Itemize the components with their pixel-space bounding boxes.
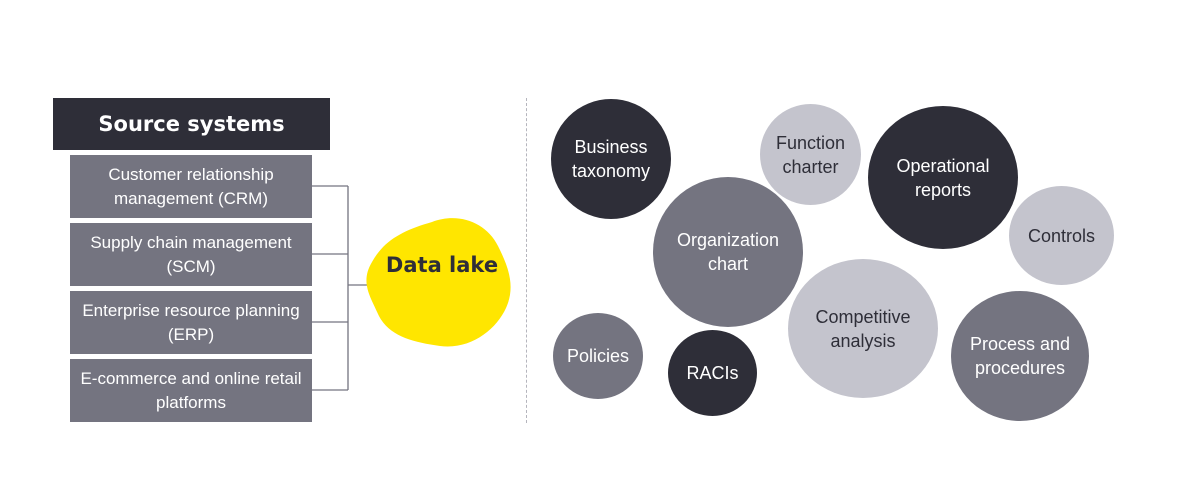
data-lake-blob	[366, 218, 511, 347]
source-system-erp: Enterprise resource planning (ERP)	[70, 291, 312, 354]
data-lake-label: Data lake	[385, 253, 499, 277]
section-divider	[526, 98, 527, 423]
bubble-competitive-analysis: Competitive analysis	[788, 259, 938, 398]
bubble-operational-reports: Operational reports	[868, 106, 1018, 249]
source-system-scm: Supply chain management (SCM)	[70, 223, 312, 286]
source-system-crm: Customer relationship management (CRM)	[70, 155, 312, 218]
bubble-function-charter: Function charter	[760, 104, 861, 205]
bubble-controls: Controls	[1009, 186, 1114, 285]
bubble-business-taxonomy: Business taxonomy	[551, 99, 671, 219]
bubble-racis: RACIs	[668, 330, 757, 416]
bubble-policies: Policies	[553, 313, 643, 399]
bubble-organization-chart: Organization chart	[653, 177, 803, 327]
bubble-process-and-procedures: Process and procedures	[951, 291, 1089, 421]
source-system-ecommerce: E-commerce and online retail platforms	[70, 359, 312, 422]
source-systems-header: Source systems	[53, 98, 330, 150]
